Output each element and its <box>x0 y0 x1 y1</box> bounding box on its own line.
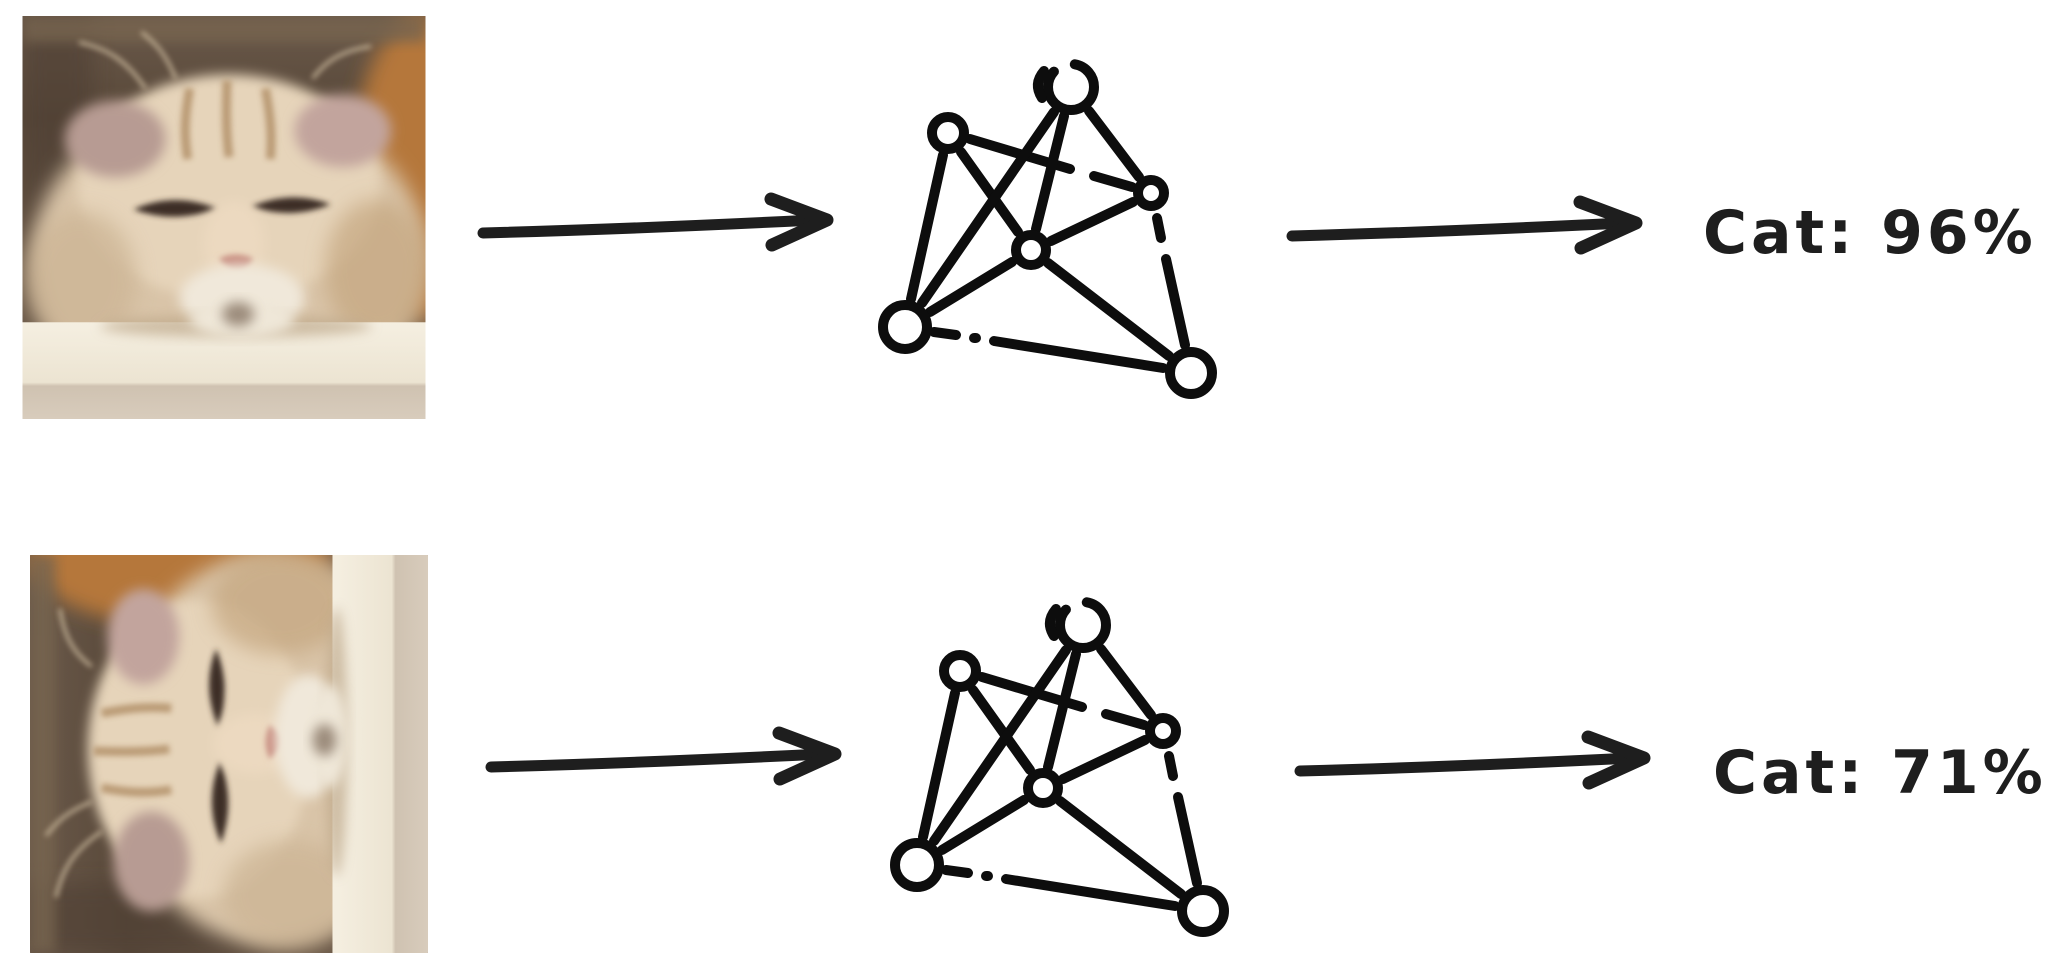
prediction-label: Cat: 71% <box>1713 738 2047 808</box>
prediction-label: Cat: 96% <box>1703 198 2037 268</box>
cat-photo-rotated-90ccw <box>30 554 428 954</box>
cat-photo <box>20 16 428 419</box>
input-photo-cat-upright <box>20 16 428 419</box>
neural-network-icon <box>876 40 1222 408</box>
input-photo-cat-rotated <box>30 554 428 954</box>
right-arrow-icon <box>474 190 844 254</box>
right-arrow-icon <box>1283 193 1653 257</box>
right-arrow-icon <box>482 724 852 788</box>
neural-network-icon <box>888 578 1234 946</box>
right-arrow-icon <box>1291 728 1661 792</box>
